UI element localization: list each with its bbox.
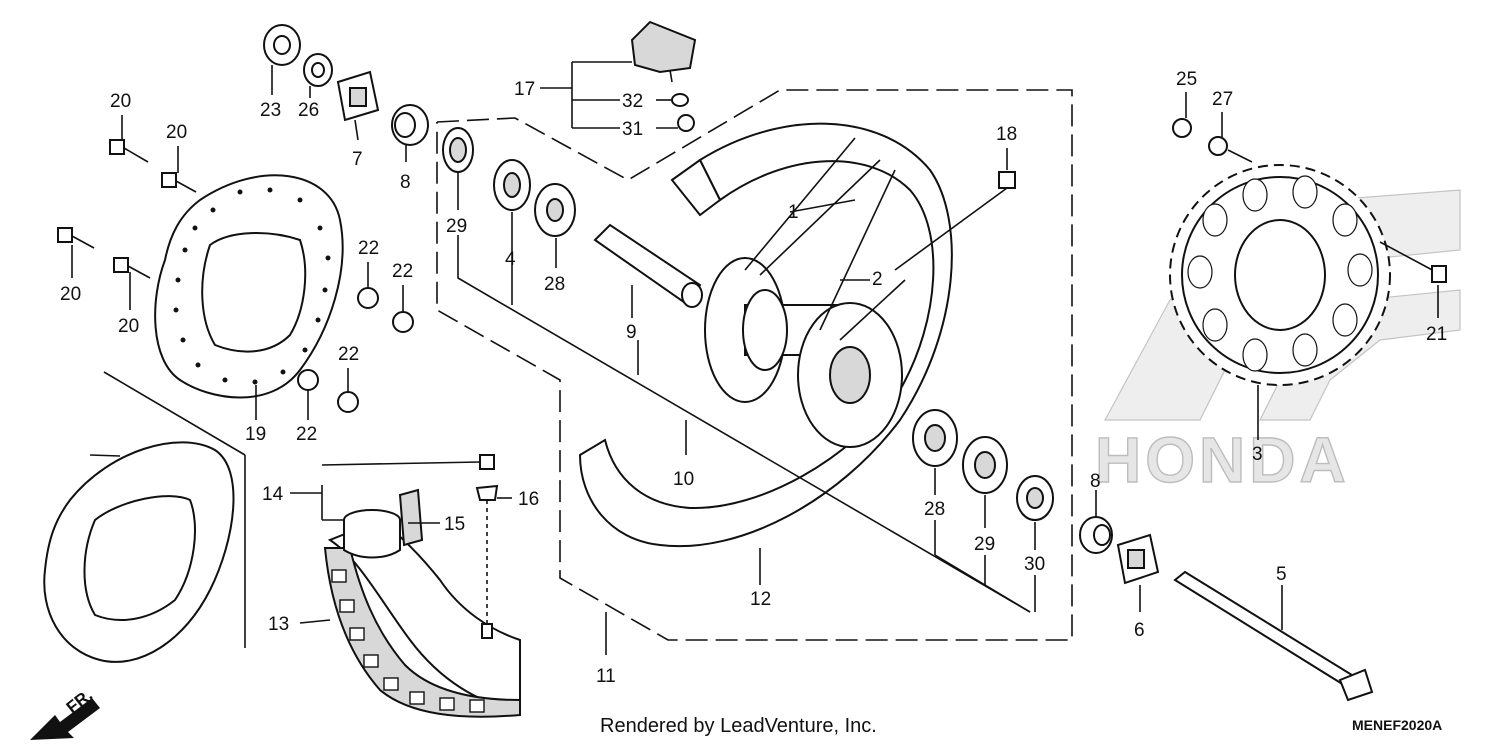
diagram-code: MENEF2020A	[1352, 717, 1442, 733]
callout-28-b: 29	[974, 534, 995, 555]
callout-12: 12	[750, 589, 771, 610]
callout-7: 7	[352, 149, 363, 170]
spoke-nipple-18	[894, 171, 1016, 271]
collar-8-left	[391, 104, 429, 146]
bearing-29-left	[442, 127, 474, 173]
callout-11: 11	[596, 666, 616, 687]
tube-14	[343, 509, 401, 559]
adjuster-6	[1116, 533, 1160, 585]
valve-nut-16	[475, 454, 499, 639]
callout-22-b: 22	[392, 261, 413, 282]
nut-24	[1172, 118, 1192, 138]
callout-27: 28	[544, 274, 565, 295]
front-direction-marker: FR.	[30, 685, 100, 740]
footer-credit: Rendered by LeadVenture, Inc.	[600, 715, 877, 737]
callout-22-c: 22	[338, 344, 359, 365]
callout-14: 14	[262, 484, 284, 505]
callout-25: 26	[298, 100, 319, 121]
sprocket-3	[1169, 164, 1391, 386]
callout-21: 21	[1426, 324, 1447, 345]
washer-31	[671, 93, 689, 107]
callout-8-left: 8	[400, 172, 411, 193]
washer-26	[1208, 136, 1228, 156]
nut-22-a	[357, 287, 379, 309]
callout-26: 27	[1212, 89, 1233, 110]
callout-4: 4	[505, 249, 516, 270]
axle-5	[1173, 570, 1374, 702]
collar-9	[593, 223, 703, 308]
collar-8-right	[1079, 516, 1113, 554]
callout-5: 5	[1276, 564, 1287, 585]
assembly-outline	[103, 89, 1073, 648]
leader-lines	[71, 65, 1439, 655]
bolt-20-d	[113, 257, 151, 279]
callout-24: 25	[1176, 69, 1197, 90]
nut-30	[677, 114, 695, 132]
valve-bracket-17	[630, 20, 697, 83]
callout-16: 16	[518, 489, 539, 510]
nut-22-c	[297, 369, 319, 391]
callout-10: 10	[673, 469, 694, 490]
honda-watermark-text: HONDA	[1095, 424, 1350, 496]
callout-19: 19	[245, 424, 266, 445]
callout-9: 9	[626, 322, 637, 343]
rim-band-15	[398, 488, 424, 547]
dust-seal-25	[303, 53, 333, 87]
callout-28-a: 28	[924, 499, 945, 520]
callout-13: 13	[268, 614, 289, 635]
callout-18: 18	[996, 124, 1017, 145]
callout-31: 32	[622, 91, 643, 112]
bolt-20-a	[109, 139, 149, 163]
bearing-29-right	[1016, 475, 1054, 521]
adjuster-7	[336, 70, 380, 122]
retainer-4	[493, 159, 531, 211]
spokes-1	[744, 137, 906, 341]
callout-22-a: 22	[358, 238, 379, 259]
bolt-20-b	[161, 172, 197, 193]
callout-8-right: 8	[1090, 471, 1101, 492]
callout-20-a: 20	[110, 91, 131, 112]
hub-10	[704, 257, 903, 448]
callout-30: 31	[622, 119, 643, 140]
brake-disc-32	[43, 441, 235, 663]
nut-22-b	[392, 311, 414, 333]
brake-disc-19	[154, 174, 344, 399]
bearing-28-b	[962, 436, 1008, 494]
callout-23: 23	[260, 100, 281, 121]
callout-1: 1	[788, 202, 799, 223]
callout-22-d: 22	[296, 424, 317, 445]
bolt-20-c	[57, 227, 95, 249]
callout-20-c: 20	[60, 284, 81, 305]
callout-6: 6	[1134, 620, 1145, 641]
bearing-28-a	[912, 409, 958, 467]
callout-20-b: 20	[166, 122, 187, 143]
callout-15: 15	[444, 514, 465, 535]
nut-22-d	[337, 391, 359, 413]
callout-labels: 1 2 3 4 5 6 7 8 8 9 10 11 12 13 14 15 16…	[60, 69, 1447, 687]
bearing-27	[534, 183, 576, 237]
callout-3: 3	[1252, 444, 1263, 465]
callout-29-left: 29	[446, 216, 467, 237]
callout-2: 2	[872, 269, 883, 290]
callout-17: 17	[514, 79, 535, 100]
front-arrow-icon	[30, 698, 100, 740]
bolt-21	[1379, 241, 1447, 283]
tire-13	[323, 518, 521, 718]
callout-29-right: 30	[1024, 554, 1045, 575]
callout-20-d: 20	[118, 316, 139, 337]
dust-seal-23	[263, 24, 301, 66]
